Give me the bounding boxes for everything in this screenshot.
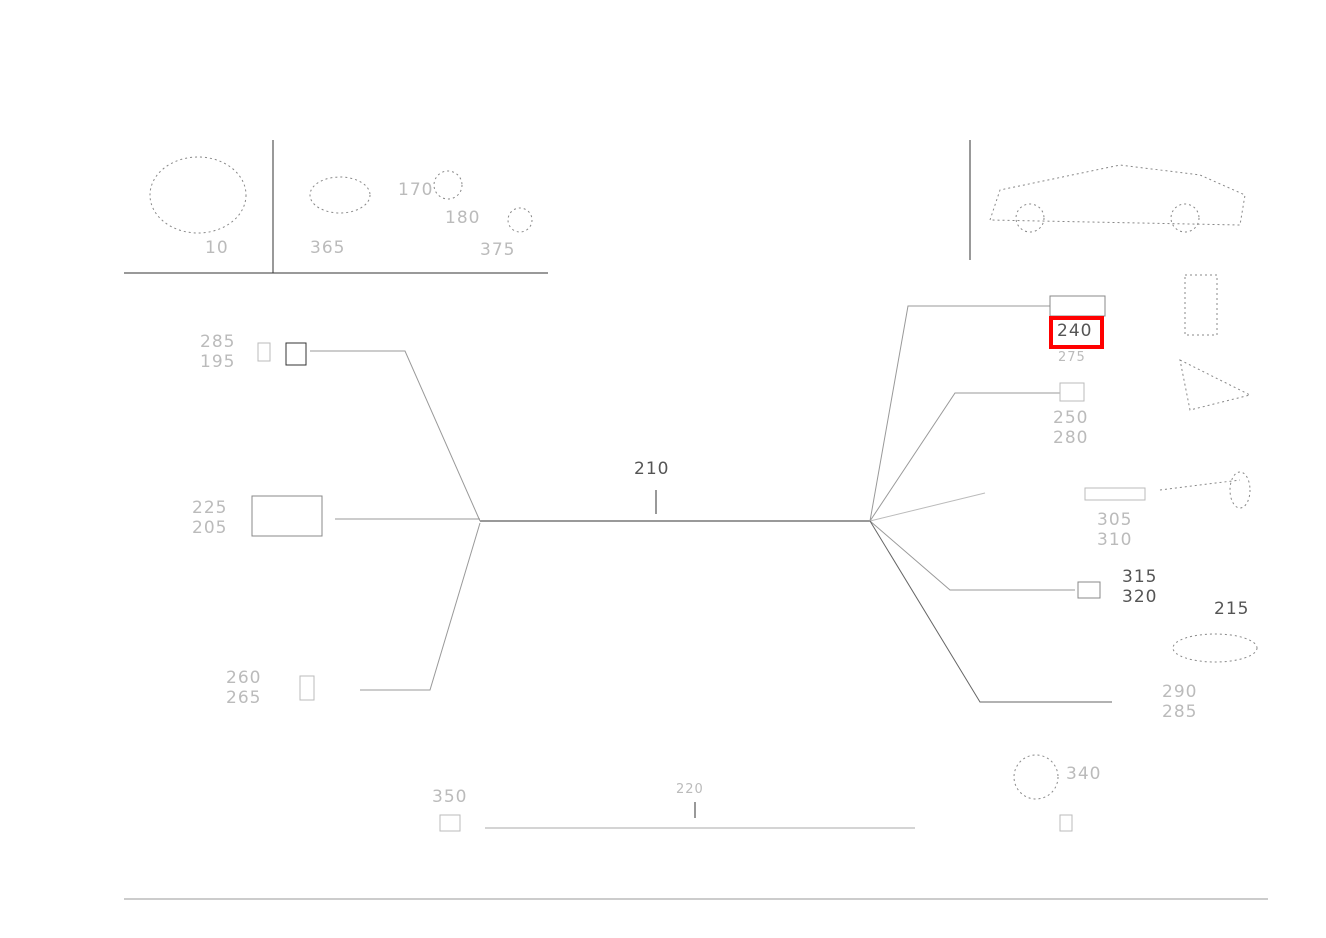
label-left-2b: 205	[192, 518, 228, 538]
connector-right-1	[1049, 295, 1106, 317]
label-main-harness: 210	[634, 459, 670, 479]
connector-right-4	[1077, 581, 1101, 599]
label-right-2b: 280	[1053, 428, 1089, 448]
connector-left-1b	[285, 342, 307, 366]
highlight-box	[1049, 316, 1104, 349]
right-branch-2	[869, 392, 1060, 522]
label-left-3b: 265	[226, 688, 262, 708]
label-right-3b: 310	[1097, 530, 1133, 550]
right-branch-5	[869, 520, 1112, 703]
label-right-4a: 315	[1122, 567, 1158, 587]
label-left-1a: 285	[200, 332, 236, 352]
connector-right-2	[1059, 382, 1085, 402]
label-left-3a: 260	[226, 668, 262, 688]
label-part-c2: 180	[445, 208, 481, 228]
right-branch-3	[869, 492, 986, 522]
left-branch-1	[310, 350, 481, 522]
right-branch-4	[869, 520, 1075, 591]
label-part-a: 10	[205, 238, 229, 258]
part-sensor-cable	[1159, 479, 1241, 491]
label-right-below-highlighted: 275	[1058, 350, 1086, 365]
connector-bottom-left	[439, 814, 461, 832]
part-340-icon	[1013, 754, 1059, 800]
part-sensor-icon	[1229, 471, 1251, 509]
label-right-2a: 250	[1053, 408, 1089, 428]
label-bottom-right: 340	[1066, 764, 1102, 784]
car-wheel-icon	[1170, 203, 1200, 233]
label-left-2a: 225	[192, 498, 228, 518]
label-left-1b: 195	[200, 352, 236, 372]
right-branch-1	[869, 305, 1050, 522]
part-170-icon	[433, 170, 463, 200]
label-bottom-left: 350	[432, 787, 468, 807]
label-right-4b: 320	[1122, 587, 1158, 607]
part-lamp-icon	[1179, 359, 1252, 411]
label-right-5-part: 215	[1214, 599, 1250, 619]
connector-left-1	[257, 342, 271, 362]
connector-left-2	[251, 495, 323, 537]
car-wheel-icon	[1015, 203, 1045, 233]
label-part-c1: 170	[398, 180, 434, 200]
part-215-icon	[1172, 633, 1258, 663]
label-bottom-center: 220	[676, 782, 704, 797]
part-365-icon	[309, 176, 371, 214]
label-part-b: 365	[310, 238, 346, 258]
label-right-highlighted[interactable]: 240	[1057, 321, 1093, 341]
part-10-icon	[149, 156, 247, 234]
connector-right-3	[1084, 487, 1146, 501]
label-part-c3: 375	[480, 240, 516, 260]
label-right-5b: 285	[1162, 702, 1198, 722]
label-right-3a: 305	[1097, 510, 1133, 530]
car-icon	[989, 164, 1246, 226]
label-right-5a: 290	[1162, 682, 1198, 702]
left-branch-3	[360, 522, 481, 691]
part-module-icon	[1184, 274, 1218, 336]
connector-bottom-right	[1059, 814, 1073, 832]
part-375-icon	[507, 207, 533, 233]
connector-left-3	[299, 675, 315, 701]
